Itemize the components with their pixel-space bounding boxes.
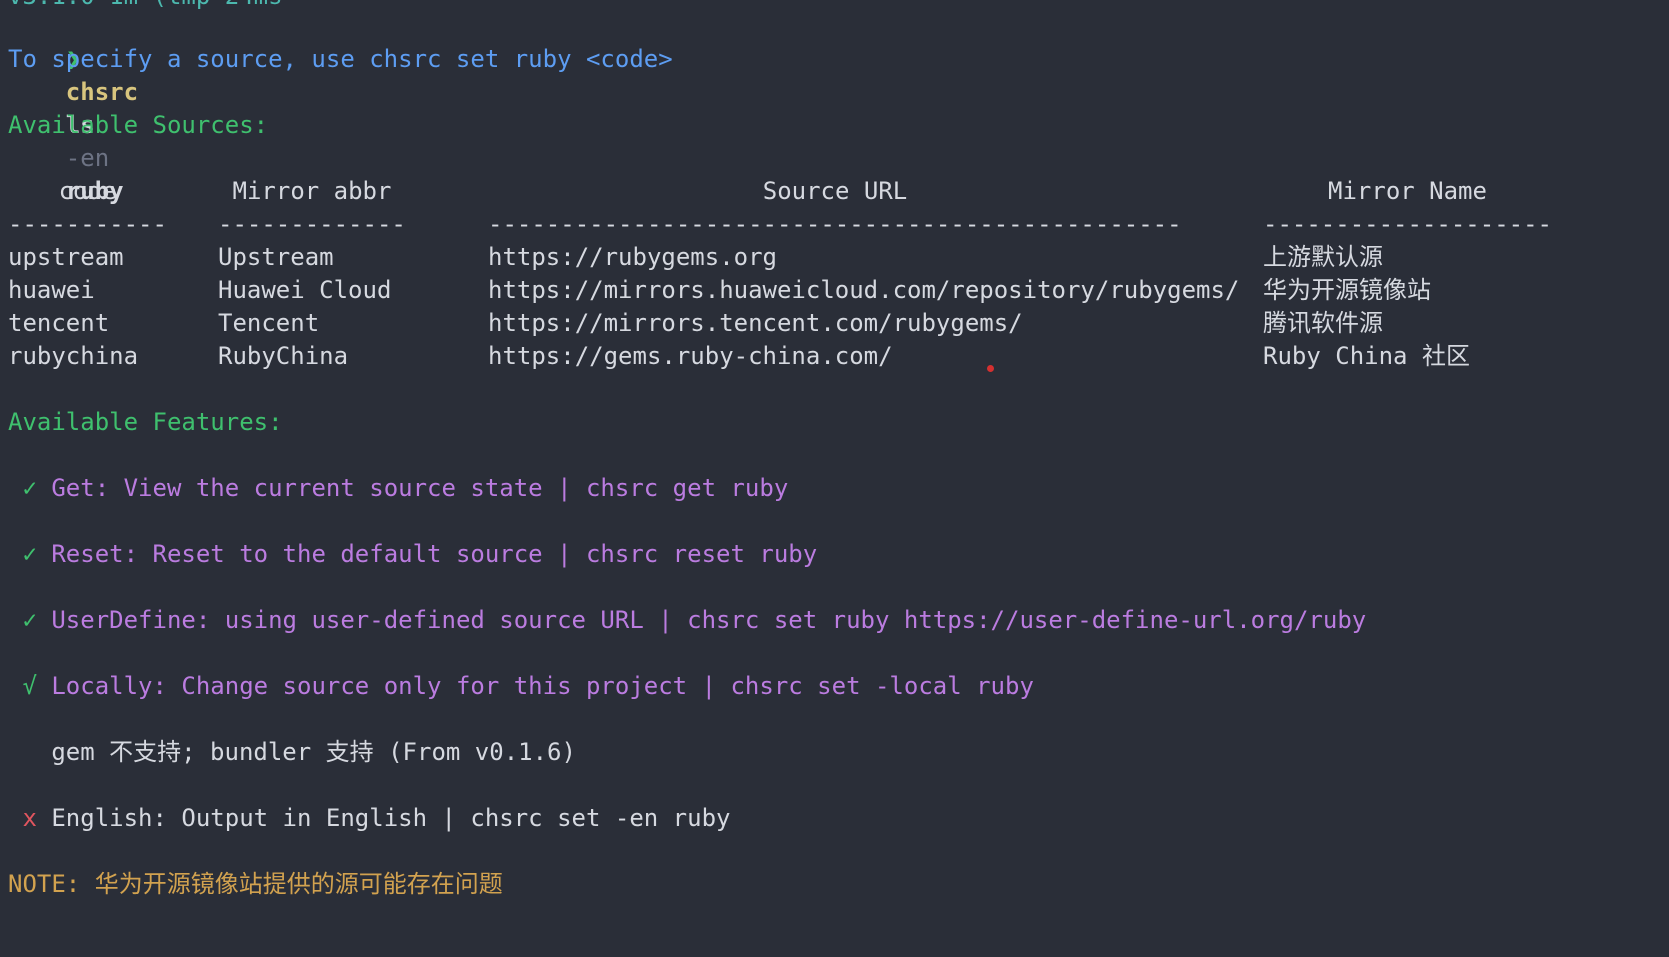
table-separator-row: ----------------------------------------… (8, 208, 1669, 241)
command-flag: -en (65, 144, 124, 172)
blank-line (8, 637, 1669, 670)
blank-line (8, 703, 1669, 736)
feature-text: Locally: Change source only for this pro… (51, 672, 1034, 700)
table-row: tencent Tencent https://mirrors.tencent.co… (8, 307, 1669, 340)
command-prompt-line: ❯ chsrc ls -en ruby (8, 10, 1669, 205)
table-cell: rubychina (8, 342, 139, 370)
usage-hint: To specify a source, use chsrc set ruby … (8, 45, 673, 73)
feature-mark: √ (8, 672, 52, 700)
feature-text: English: Output in English | chsrc set -… (51, 804, 731, 832)
feature-text: UserDefine: using user-defined source UR… (51, 606, 1367, 634)
feature-mark: ✓ (8, 606, 52, 634)
blank-line (8, 76, 1669, 109)
note-line: NOTE: 华为开源镜像站提供的源可能存在问题 (8, 870, 503, 898)
table-cell: tencent (8, 309, 110, 337)
command-subcommand: ls (65, 111, 110, 139)
table-cell: Ruby China 社区 (1263, 342, 1470, 370)
table-separator-cell: ----------------------------------------… (488, 210, 1182, 238)
feature-line: gem 不支持; bundler 支持 (From v0.1.6) (8, 736, 1669, 769)
table-row: upstream Upstream https://rubygems.org 上游默认… (8, 241, 1669, 274)
prompt-symbol: ❯ (65, 45, 95, 73)
previous-prompt-text: v3.1.0 1m (tmp 24ms (8, 0, 1669, 10)
table-cell: https://rubygems.org (488, 243, 777, 271)
blank-line (8, 373, 1669, 406)
table-header-row: code Mirror abbr Source URL Mirror Name (8, 175, 1669, 208)
blank-line (8, 505, 1669, 538)
table-separator-cell: -------------------- (1263, 210, 1552, 238)
table-header-cell: Source URL (762, 177, 908, 205)
feature-text: Reset: Reset to the default source | chs… (51, 540, 818, 568)
feature-line: ✓ Get: View the current source state | c… (8, 472, 1669, 505)
blank-line (8, 571, 1669, 604)
table-cell: upstream (8, 243, 124, 271)
table-cell: https://mirrors.huaweicloud.com/reposito… (488, 276, 1240, 304)
table-cell: Upstream (218, 243, 334, 271)
sources-header: Available Sources: (8, 111, 269, 139)
feature-text: gem 不支持; bundler 支持 (From v0.1.6) (51, 738, 576, 766)
feature-mark: ✓ (8, 540, 52, 568)
table-separator-cell: ------------- (218, 210, 406, 238)
feature-text: Get: View the current source state | chs… (51, 474, 789, 502)
feature-mark: ✓ (8, 474, 52, 502)
table-cell: 腾讯软件源 (1263, 309, 1383, 337)
table-cell: RubyChina (218, 342, 349, 370)
table-row: rubychina RubyChina https://gems.ruby-chin… (8, 340, 1669, 373)
table-header-cell: Mirror Name (1328, 177, 1487, 205)
features-list: ✓ Get: View the current source state | c… (8, 472, 1669, 868)
blank-line (8, 769, 1669, 802)
command-argument: ruby (65, 177, 124, 205)
table-cell: https://gems.ruby-china.com/ (488, 342, 893, 370)
features-header: Available Features: (8, 408, 283, 436)
table-cell: https://mirrors.tencent.com/rubygems/ (488, 309, 1023, 337)
red-dot (987, 365, 994, 372)
command-name: chsrc (65, 78, 153, 106)
sources-table: code Mirror abbr Source URL Mirror Name ----… (8, 175, 1669, 373)
table-row: huawei Huawei Cloud https://mirrors.huawei… (8, 274, 1669, 307)
table-header-cell: code (58, 177, 117, 205)
clipped-prompt-line: v3.1.0 1m (tmp 24ms (8, 0, 1669, 10)
table-separator-cell: ----------- (8, 210, 167, 238)
feature-mark: x (8, 804, 52, 832)
blank-line (8, 142, 1669, 175)
feature-mark (8, 738, 51, 766)
blank-line (8, 439, 1669, 472)
feature-line: ✓ UserDefine: using user-defined source … (8, 604, 1669, 637)
table-cell: 华为开源镜像站 (1263, 276, 1431, 304)
table-cell: huawei (8, 276, 95, 304)
feature-line: ✓ Reset: Reset to the default source | c… (8, 538, 1669, 571)
table-cell: Huawei Cloud (218, 276, 392, 304)
feature-line: x English: Output in English | chsrc set… (8, 802, 1669, 835)
table-cell: 上游默认源 (1263, 243, 1383, 271)
blank-line (8, 835, 1669, 868)
feature-line: √ Locally: Change source only for this p… (8, 670, 1669, 703)
table-cell: Tencent (218, 309, 320, 337)
table-header-cell: Mirror abbr (232, 177, 392, 205)
